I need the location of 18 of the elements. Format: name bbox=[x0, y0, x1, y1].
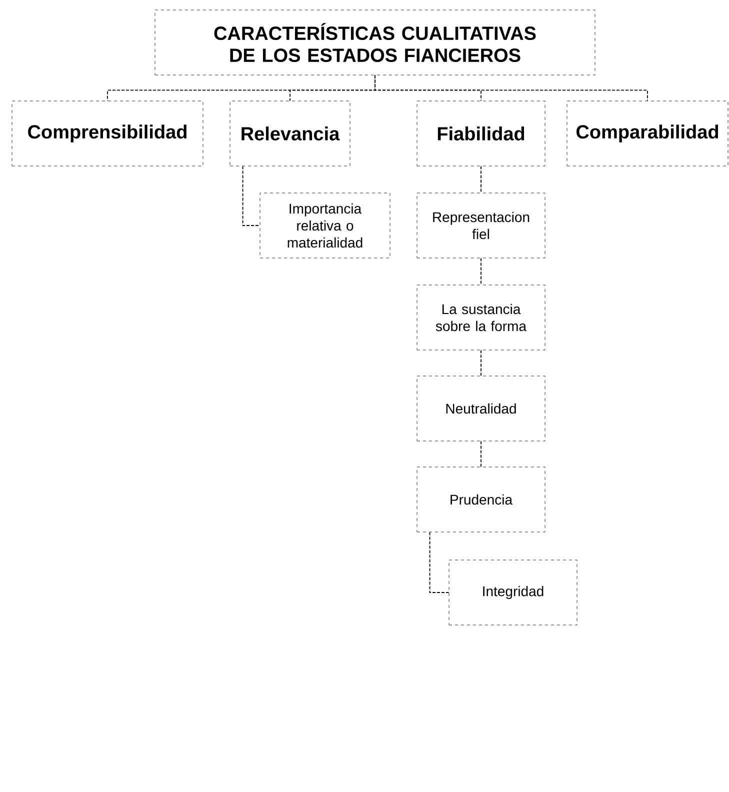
title-box: CARACTERÍSTICAS CUALITATIVAS DE LOS ESTADOS FIANCIEROS bbox=[154, 10, 596, 76]
category-box: Comprensibilidad bbox=[12, 100, 204, 166]
connector-line bbox=[480, 258, 482, 286]
connector-line bbox=[429, 532, 450, 593]
connector-line bbox=[480, 166, 482, 194]
subcategory-box: La sustancia sobre la forma bbox=[416, 284, 546, 350]
category-box: Relevancia bbox=[230, 100, 350, 166]
category-box: Fiabilidad bbox=[416, 100, 546, 166]
subcategory-box: Importancia relativa o materialidad bbox=[260, 192, 390, 258]
connector-line bbox=[480, 350, 482, 376]
subcategory-box: Representacion fiel bbox=[416, 192, 546, 258]
connector-line bbox=[480, 440, 482, 468]
subcategory-box: Prudencia bbox=[416, 466, 546, 532]
subcategory-box: Integridad bbox=[448, 560, 578, 626]
connector-line bbox=[374, 74, 648, 102]
connector-line bbox=[242, 166, 260, 226]
category-box: Comparabilidad bbox=[566, 100, 728, 166]
subcategory-box: Neutralidad bbox=[416, 376, 546, 442]
